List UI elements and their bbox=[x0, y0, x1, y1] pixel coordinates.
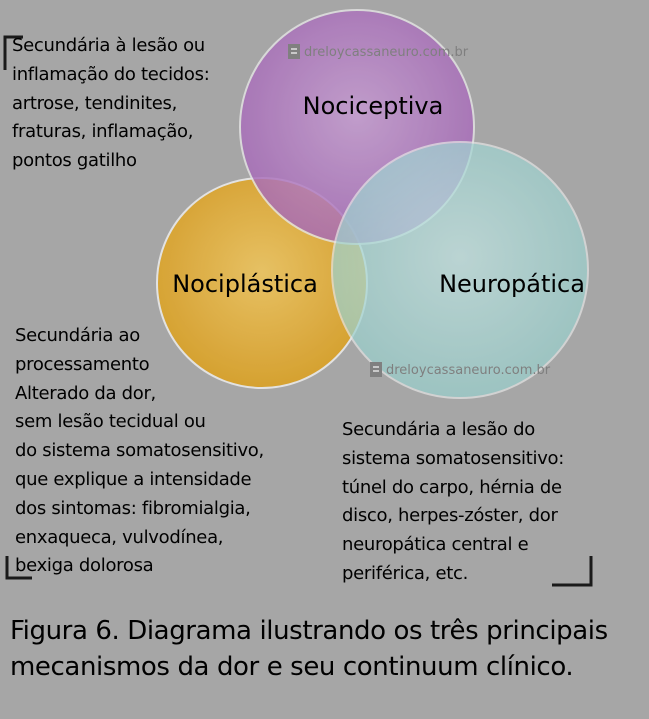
nociceptiva-label: Nociceptiva bbox=[303, 92, 444, 120]
description-line: túnel do carpo, hérnia de bbox=[342, 476, 562, 498]
description-line: sistema somatosensitivo: bbox=[342, 447, 565, 469]
description-line: neuropática central e bbox=[342, 534, 529, 556]
description-line: processamento bbox=[15, 353, 150, 375]
description-line: sem lesão tecidual ou bbox=[15, 411, 206, 433]
nociplastica-label: Nociplástica bbox=[172, 270, 318, 298]
description-line: inflamação do tecidos: bbox=[12, 63, 210, 85]
neuropatica-circle bbox=[331, 141, 589, 399]
bracket-top-left bbox=[3, 35, 23, 70]
neuropatica-description: Secundária a lesão do sistema somatosens… bbox=[342, 416, 564, 589]
description-line: Alterado da dor, bbox=[15, 382, 156, 404]
watermark-bottom: dreloycassaneuro.com.br bbox=[370, 362, 551, 378]
doc-icon bbox=[370, 362, 382, 377]
figure-caption: Figura 6. Diagrama ilustrando os três pr… bbox=[10, 613, 608, 685]
watermark-top: dreloycassaneuro.com.br bbox=[288, 44, 469, 60]
caption-line: Figura 6. Diagrama ilustrando os três pr… bbox=[10, 616, 608, 646]
bracket-bottom-right bbox=[552, 556, 593, 587]
watermark-text: dreloycassaneuro.com.br bbox=[386, 363, 551, 378]
watermark-text: dreloycassaneuro.com.br bbox=[304, 45, 469, 60]
doc-icon bbox=[288, 44, 300, 59]
description-line: disco, herpes-zóster, dor bbox=[342, 505, 558, 527]
description-line: periférica, etc. bbox=[342, 562, 469, 584]
description-line: Secundária a lesão do bbox=[342, 419, 535, 440]
description-line: bexiga dolorosa bbox=[15, 555, 154, 577]
description-line: que explique a intensidade bbox=[15, 468, 252, 490]
nociplastica-description: Secundária ao processamento Alterado da … bbox=[15, 322, 264, 581]
neuropatica-label: Neuropática bbox=[439, 270, 585, 298]
description-line: artrose, tendinites, bbox=[12, 92, 178, 114]
description-line: pontos gatilho bbox=[12, 150, 137, 172]
description-line: Secundária à lesão ou bbox=[12, 35, 205, 56]
description-line: Secundária ao bbox=[15, 325, 140, 346]
description-line: dos sintomas: fibromialgia, bbox=[15, 497, 251, 519]
description-line: fraturas, inflamação, bbox=[12, 121, 194, 143]
description-line: enxaqueca, vulvodínea, bbox=[15, 526, 224, 548]
nociceptiva-description: Secundária à lesão ou inflamação do teci… bbox=[12, 32, 210, 176]
description-line: do sistema somatosensitivo, bbox=[15, 440, 264, 462]
caption-line: mecanismos da dor e seu continuum clínic… bbox=[10, 652, 574, 682]
bracket-bottom-left bbox=[5, 556, 32, 580]
